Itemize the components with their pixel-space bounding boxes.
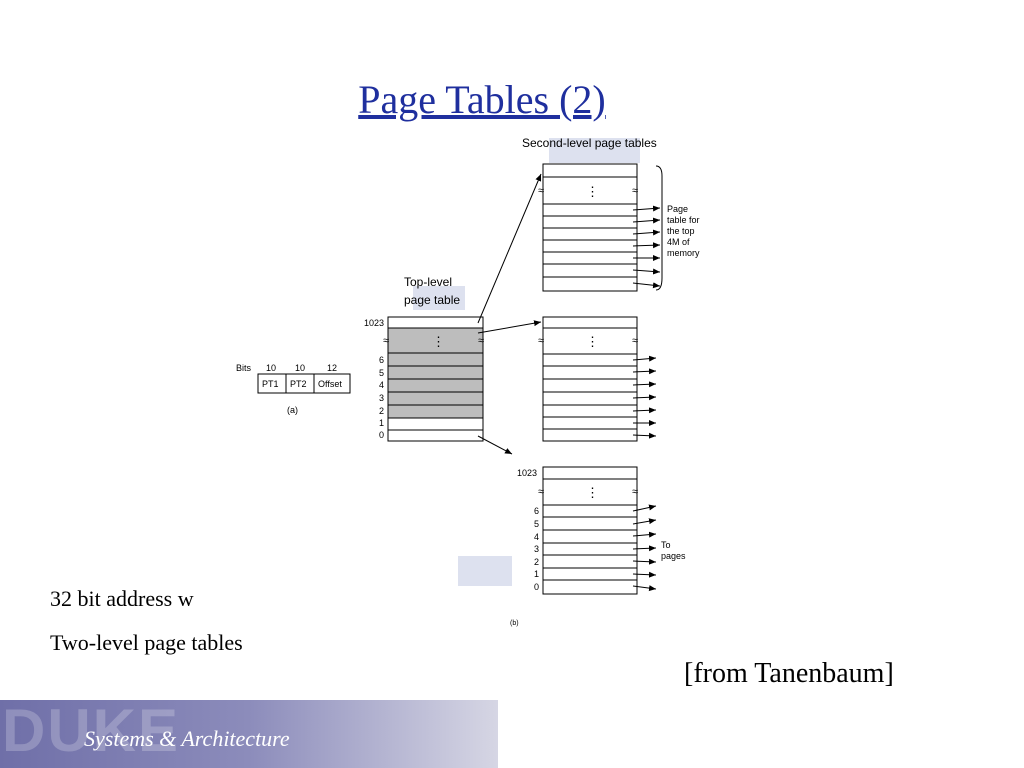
label-highlight bbox=[549, 138, 640, 163]
pointer-arrow bbox=[477, 173, 542, 324]
to-pages-note-line: To bbox=[661, 540, 671, 550]
entry-index: 6 bbox=[534, 506, 539, 516]
pointer-arrow bbox=[477, 320, 542, 334]
field-bits: 10 bbox=[295, 363, 305, 373]
entry-index: 1023 bbox=[364, 318, 384, 328]
bits-label: Bits bbox=[236, 363, 252, 373]
page-table-note-line: memory bbox=[667, 248, 700, 258]
break-mark: ≈ bbox=[632, 335, 638, 347]
page-table-note-line: table for bbox=[667, 215, 700, 225]
break-mark: ≈ bbox=[632, 185, 638, 197]
pointer-arrow bbox=[477, 435, 513, 455]
two-level-page-table-diagram: Second-level page tables ⋮ ≈ ≈ Page tabl bbox=[230, 128, 730, 628]
entry-index: 2 bbox=[534, 557, 539, 567]
second-level-label: Second-level page tables bbox=[522, 136, 657, 150]
field-pt2: PT2 bbox=[290, 379, 307, 389]
break-mark: ≈ bbox=[538, 486, 544, 498]
entry-index: 1023 bbox=[517, 468, 537, 478]
top-level-label-line: page table bbox=[404, 293, 460, 307]
diagram-svg: Second-level page tables ⋮ ≈ ≈ Page tabl bbox=[236, 136, 700, 627]
field-offset: Offset bbox=[318, 379, 342, 389]
bullet-two-level: Two-level page tables bbox=[50, 630, 243, 655]
top-level-table: ⋮ ≈ ≈ 1023 6 5 4 3 2 1 0 bbox=[364, 316, 484, 442]
second-level-table-bottom: ⋮ ≈ ≈ 1023 6 5 4 3 2 1 0 To pages bbox=[517, 466, 686, 595]
caption-b: (b) bbox=[510, 620, 519, 627]
footer-banner: DUKE Systems & Architecture bbox=[0, 700, 498, 768]
break-mark: ≈ bbox=[538, 185, 544, 197]
top-level-label-line: Top-level bbox=[404, 275, 452, 289]
source-credit: [from Tanenbaum] bbox=[684, 658, 894, 689]
entry-index: 5 bbox=[534, 519, 539, 529]
field-bits: 10 bbox=[266, 363, 276, 373]
field-bits: 12 bbox=[327, 363, 337, 373]
page-table-note-line: the top bbox=[667, 226, 695, 236]
entry-index: 1 bbox=[379, 418, 384, 428]
page-title: Page Tables (2) bbox=[358, 77, 606, 122]
entry-index: 4 bbox=[534, 532, 539, 542]
ellipsis: ⋮ bbox=[586, 485, 599, 500]
second-level-table-middle: ⋮ ≈ ≈ bbox=[538, 316, 657, 442]
break-mark: ≈ bbox=[632, 486, 638, 498]
duke-logo: DUKE bbox=[2, 700, 181, 764]
caption-a: (a) bbox=[287, 405, 298, 415]
break-mark: ≈ bbox=[383, 335, 389, 347]
entry-index: 0 bbox=[379, 430, 384, 440]
break-mark: ≈ bbox=[538, 335, 544, 347]
bullet-address-size: 32 bit address w bbox=[50, 586, 194, 611]
field-pt1: PT1 bbox=[262, 379, 279, 389]
ellipsis: ⋮ bbox=[432, 334, 445, 349]
label-highlight bbox=[413, 286, 465, 310]
virtual-address-format: Bits 10 10 12 PT1 PT2 Offset (a) bbox=[236, 363, 351, 415]
ellipsis: ⋮ bbox=[586, 184, 599, 199]
entry-index: 3 bbox=[534, 544, 539, 554]
ellipsis: ⋮ bbox=[586, 334, 599, 349]
break-mark: ≈ bbox=[478, 335, 484, 347]
entry-index: 4 bbox=[379, 380, 384, 390]
page-table-note-line: Page bbox=[667, 204, 688, 214]
footer-subtitle: Systems & Architecture bbox=[84, 726, 290, 751]
page-table-note-line: 4M of bbox=[667, 237, 690, 247]
entry-index: 3 bbox=[379, 393, 384, 403]
second-level-table-upper: ⋮ ≈ ≈ Page table for the top 4M of memor… bbox=[538, 163, 700, 292]
entry-index: 2 bbox=[379, 406, 384, 416]
entry-index: 5 bbox=[379, 368, 384, 378]
entry-index: 6 bbox=[379, 355, 384, 365]
to-pages-note-line: pages bbox=[661, 551, 686, 561]
entry-index: 1 bbox=[534, 569, 539, 579]
label-highlight bbox=[458, 556, 512, 586]
entry-index: 0 bbox=[534, 582, 539, 592]
